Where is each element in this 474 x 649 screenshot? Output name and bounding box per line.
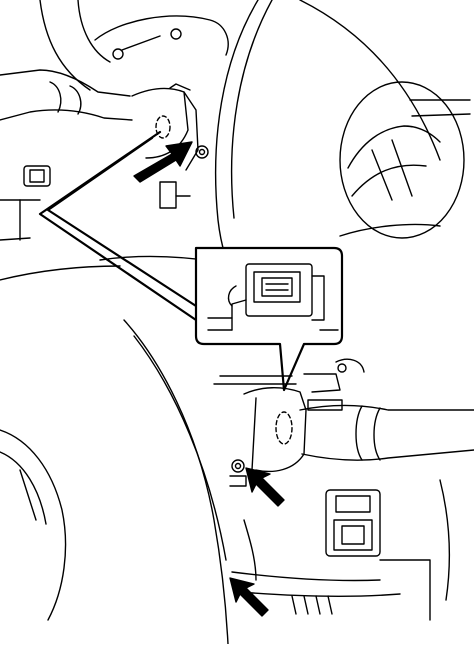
lower-column-area	[0, 319, 474, 645]
screw-icon	[231, 459, 245, 473]
switch-icon	[23, 165, 51, 187]
switch-panel-icon	[325, 489, 381, 557]
callout-box	[194, 246, 344, 392]
hidden-clip-marker-icon	[155, 115, 171, 139]
pointer-arrow-icon	[245, 467, 285, 507]
steering-emblem-icon	[339, 81, 465, 239]
screw-icon	[195, 145, 209, 159]
pointer-arrow-icon	[133, 141, 193, 183]
upper-column-area	[0, 0, 471, 291]
callout-leader	[38, 130, 198, 322]
hidden-clip-marker-icon	[275, 411, 293, 445]
pointer-arrow-icon	[229, 577, 269, 617]
magnified-connector-icon	[207, 263, 339, 331]
